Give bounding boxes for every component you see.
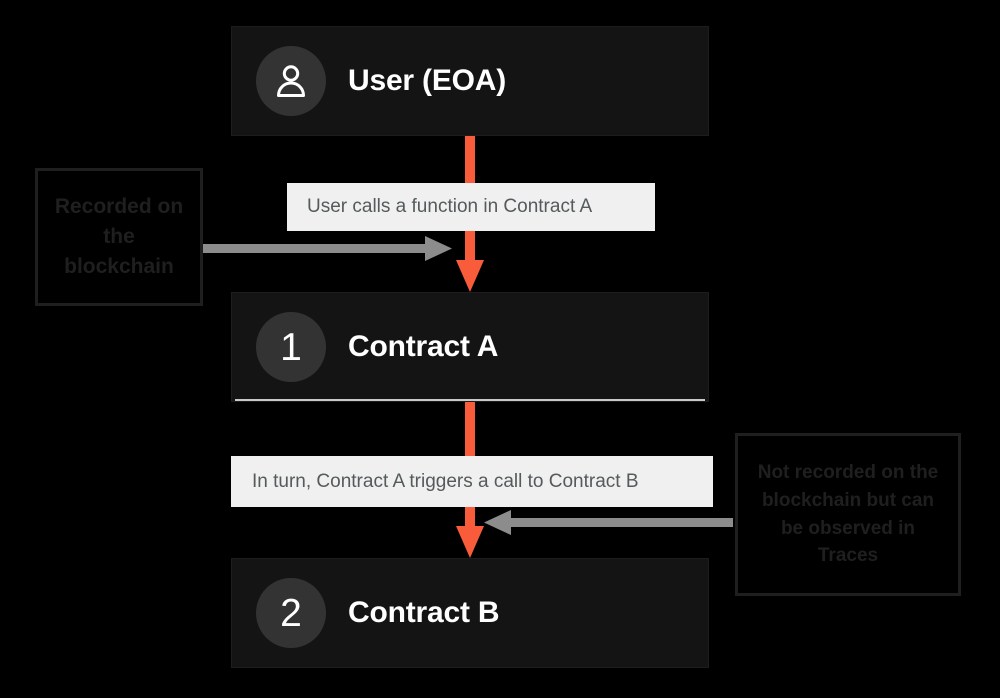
caption-user-calls-function: User calls a function in Contract A	[287, 183, 655, 231]
step-number-2: 2	[280, 591, 302, 635]
note-recorded-on-blockchain: Recorded on the blockchain	[35, 168, 203, 306]
arrow-note-left-pointer	[203, 236, 452, 261]
node-user-eoa[interactable]: User (EOA)	[231, 26, 709, 136]
step-number-badge-2: 2	[256, 578, 326, 648]
node-contract-a[interactable]: 1 Contract A	[231, 292, 709, 402]
arrow-note-right-pointer	[484, 510, 733, 535]
node-title-contract-a: Contract A	[348, 330, 499, 363]
step-number-badge-1: 1	[256, 312, 326, 382]
user-avatar-badge	[256, 46, 326, 116]
step-number-1: 1	[280, 325, 302, 369]
node-contract-b[interactable]: 2 Contract B	[231, 558, 709, 668]
person-icon	[277, 65, 305, 97]
note-not-recorded-on-blockchain: Not recorded on the blockchain but can b…	[735, 433, 961, 596]
node-title-user-eoa: User (EOA)	[348, 64, 507, 97]
node-title-contract-b: Contract B	[348, 596, 500, 629]
caption-contract-a-triggers-call: In turn, Contract A triggers a call to C…	[231, 456, 713, 507]
